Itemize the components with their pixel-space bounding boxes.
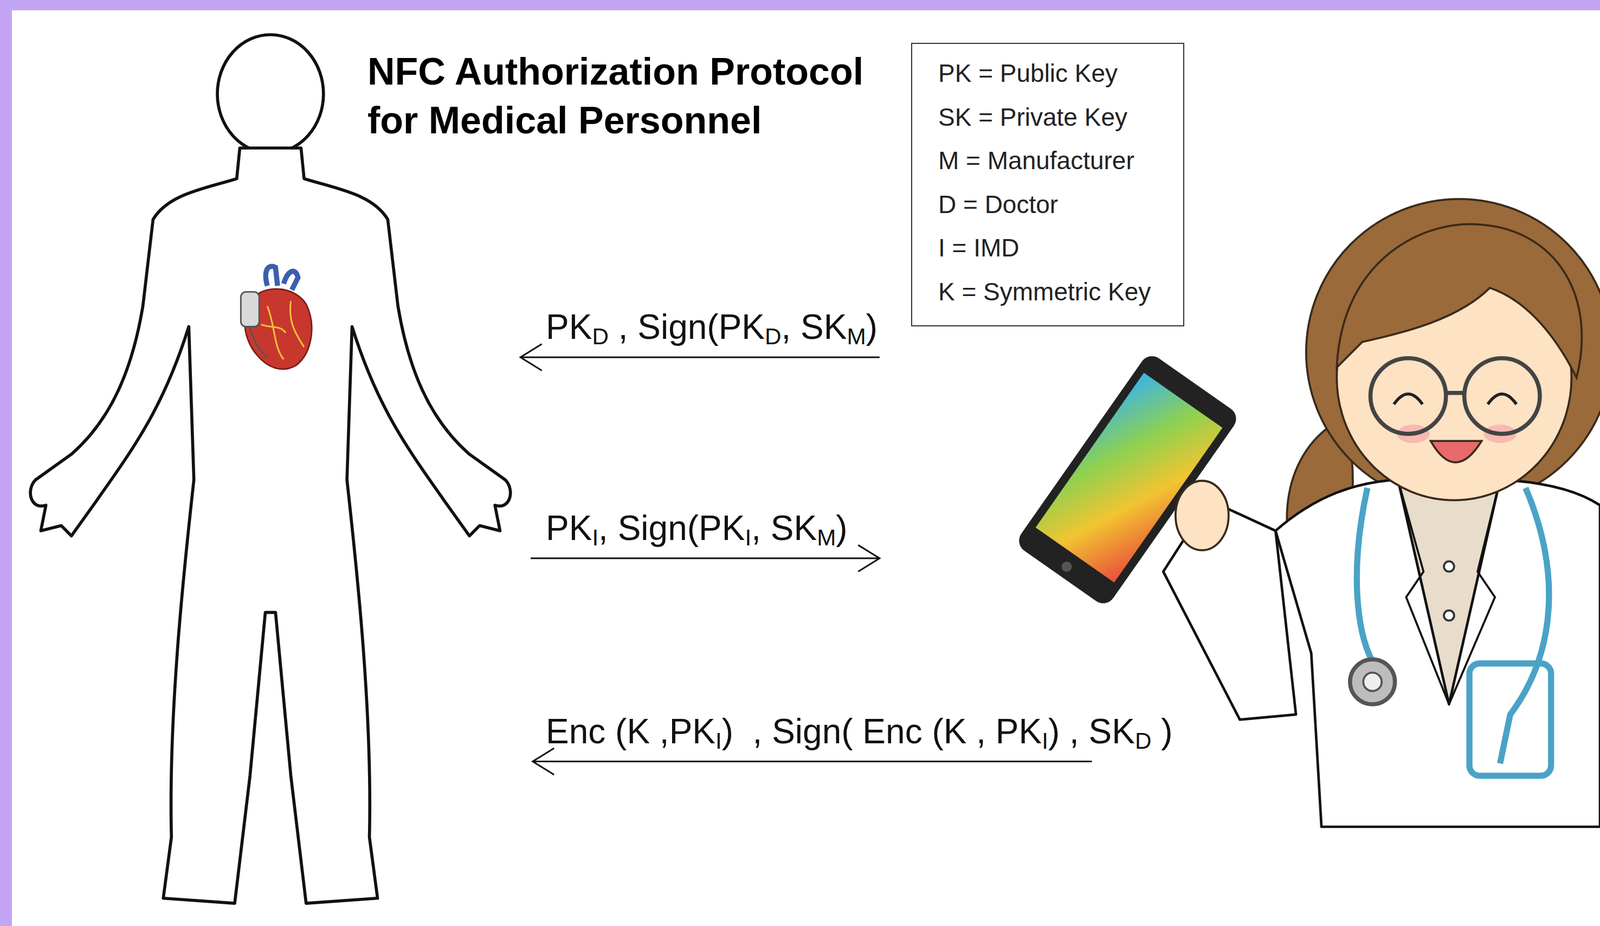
label-run: I [744, 524, 752, 551]
heart-with-imd [240, 266, 312, 370]
label-run: I [591, 524, 599, 551]
message-label: PKI, Sign(PKI, SKM) [545, 507, 848, 552]
heart-with-imd [240, 291, 260, 327]
message-label: Enc (K ,PKI) , Sign( Enc (K , PKI) , SKD… [545, 710, 1173, 756]
legend-text: D = Doctor [938, 182, 1058, 227]
legend-entry: PK = Public Key [938, 51, 1151, 96]
legend-text: K = Symmetric Key [938, 269, 1151, 314]
message-arrow [520, 343, 1092, 774]
doctor-figure [1175, 480, 1229, 551]
legend-text: I = IMD [938, 226, 1020, 270]
label-run: PK [545, 508, 592, 548]
label-run: M [816, 524, 836, 551]
message-label: PKD , Sign(PKD, SKM) [545, 306, 878, 351]
heart-with-imd [249, 326, 268, 357]
label-run: D [591, 323, 609, 350]
doctor-figure [1363, 672, 1382, 692]
legend-entry: K = Symmetric Key [938, 269, 1151, 314]
message-arrow [532, 747, 1093, 775]
label-run: , Sign(PK [598, 508, 745, 548]
doctor-figure [1350, 659, 1396, 705]
label-run: I [1041, 727, 1049, 754]
patient-figure [30, 34, 511, 903]
legend-box: PK = Public KeySK = Private KeyM = Manuf… [911, 42, 1185, 327]
doctor-figure [1059, 559, 1074, 574]
doctor-figure [1443, 560, 1455, 572]
diagram-title: NFC Authorization Protocol for Medical P… [367, 47, 895, 145]
label-run: ) [835, 508, 848, 548]
doctor-figure [1014, 351, 1241, 608]
doctor-figure [1500, 487, 1550, 764]
doctor-figure [1356, 487, 1373, 662]
legend-entry: D = Doctor [938, 182, 1151, 227]
doctor-figure [1014, 351, 1241, 608]
patient-figure [30, 147, 511, 903]
label-run: D [1134, 727, 1152, 754]
label-run: , Sign(PK [608, 307, 765, 347]
label-run: , SK [781, 307, 848, 347]
message-arrow [520, 343, 880, 371]
label-run: , SK [751, 508, 817, 548]
doctor-figure [1430, 440, 1482, 463]
label-run: Enc (K ,PK [545, 711, 716, 751]
illustration [30, 34, 1600, 903]
legend-text: M = Manufacturer [938, 138, 1135, 183]
patient-figure [217, 34, 324, 153]
label-run: I [715, 727, 722, 754]
label-run: ) [866, 307, 878, 347]
heart-with-imd [261, 300, 305, 359]
label-run: ) , Sign( Enc (K , PK [721, 711, 1042, 751]
doctor-figure [1370, 358, 1446, 434]
heart-with-imd [265, 266, 298, 290]
doctor-figure [1397, 479, 1500, 705]
label-run: M [846, 323, 866, 350]
legend-entry: I = IMD [938, 226, 1151, 270]
doctor-figure [1275, 479, 1600, 827]
doctor-figure [1306, 198, 1600, 506]
doctor-figure [1446, 390, 1465, 396]
doctor-figure [1464, 358, 1540, 434]
label-run: D [764, 323, 782, 350]
doctor-figure [1035, 372, 1223, 583]
doctor-figure [1394, 394, 1517, 405]
label-run: ) [1151, 711, 1173, 751]
label-run: ) , SK [1048, 711, 1135, 751]
doctor-figure [1469, 663, 1552, 776]
doctor-figure [1336, 223, 1582, 378]
legend-entry: M = Manufacturer [938, 138, 1151, 183]
legend-text: SK = Private Key [938, 95, 1128, 140]
legend-text: PK = Public Key [938, 51, 1118, 96]
label-run: PK [545, 307, 592, 347]
legend-entry: SK = Private Key [938, 95, 1151, 140]
doctor-figure [1443, 610, 1455, 621]
